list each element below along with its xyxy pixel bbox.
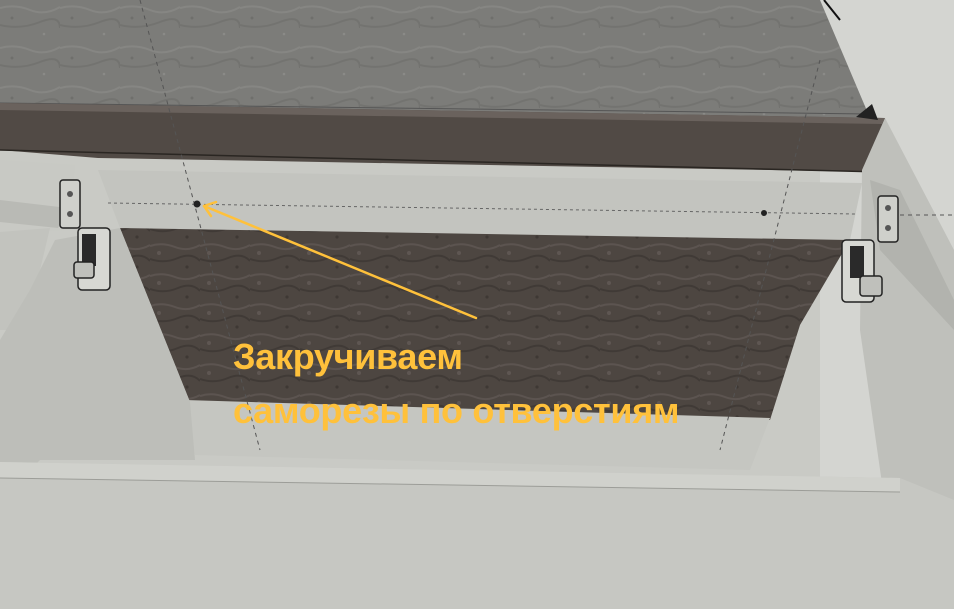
screw-hole-icon <box>761 210 767 216</box>
lower-rail <box>185 400 770 470</box>
hinge-icon <box>59 179 111 291</box>
annotation-label: Закручиваем саморезы по отверстиям <box>233 330 680 438</box>
inner-left-wall <box>0 228 195 500</box>
cabinet-bottom <box>0 462 954 609</box>
countertop <box>0 0 870 118</box>
arrow-icon <box>202 200 478 320</box>
front-rail <box>98 170 862 240</box>
back-panel <box>120 228 850 420</box>
annotation-line-2: саморезы по отверстиям <box>233 390 680 431</box>
annotation-line-1: Закручиваем <box>233 336 463 377</box>
screw-hole-icon <box>193 200 201 208</box>
hinge-icon <box>841 195 899 303</box>
